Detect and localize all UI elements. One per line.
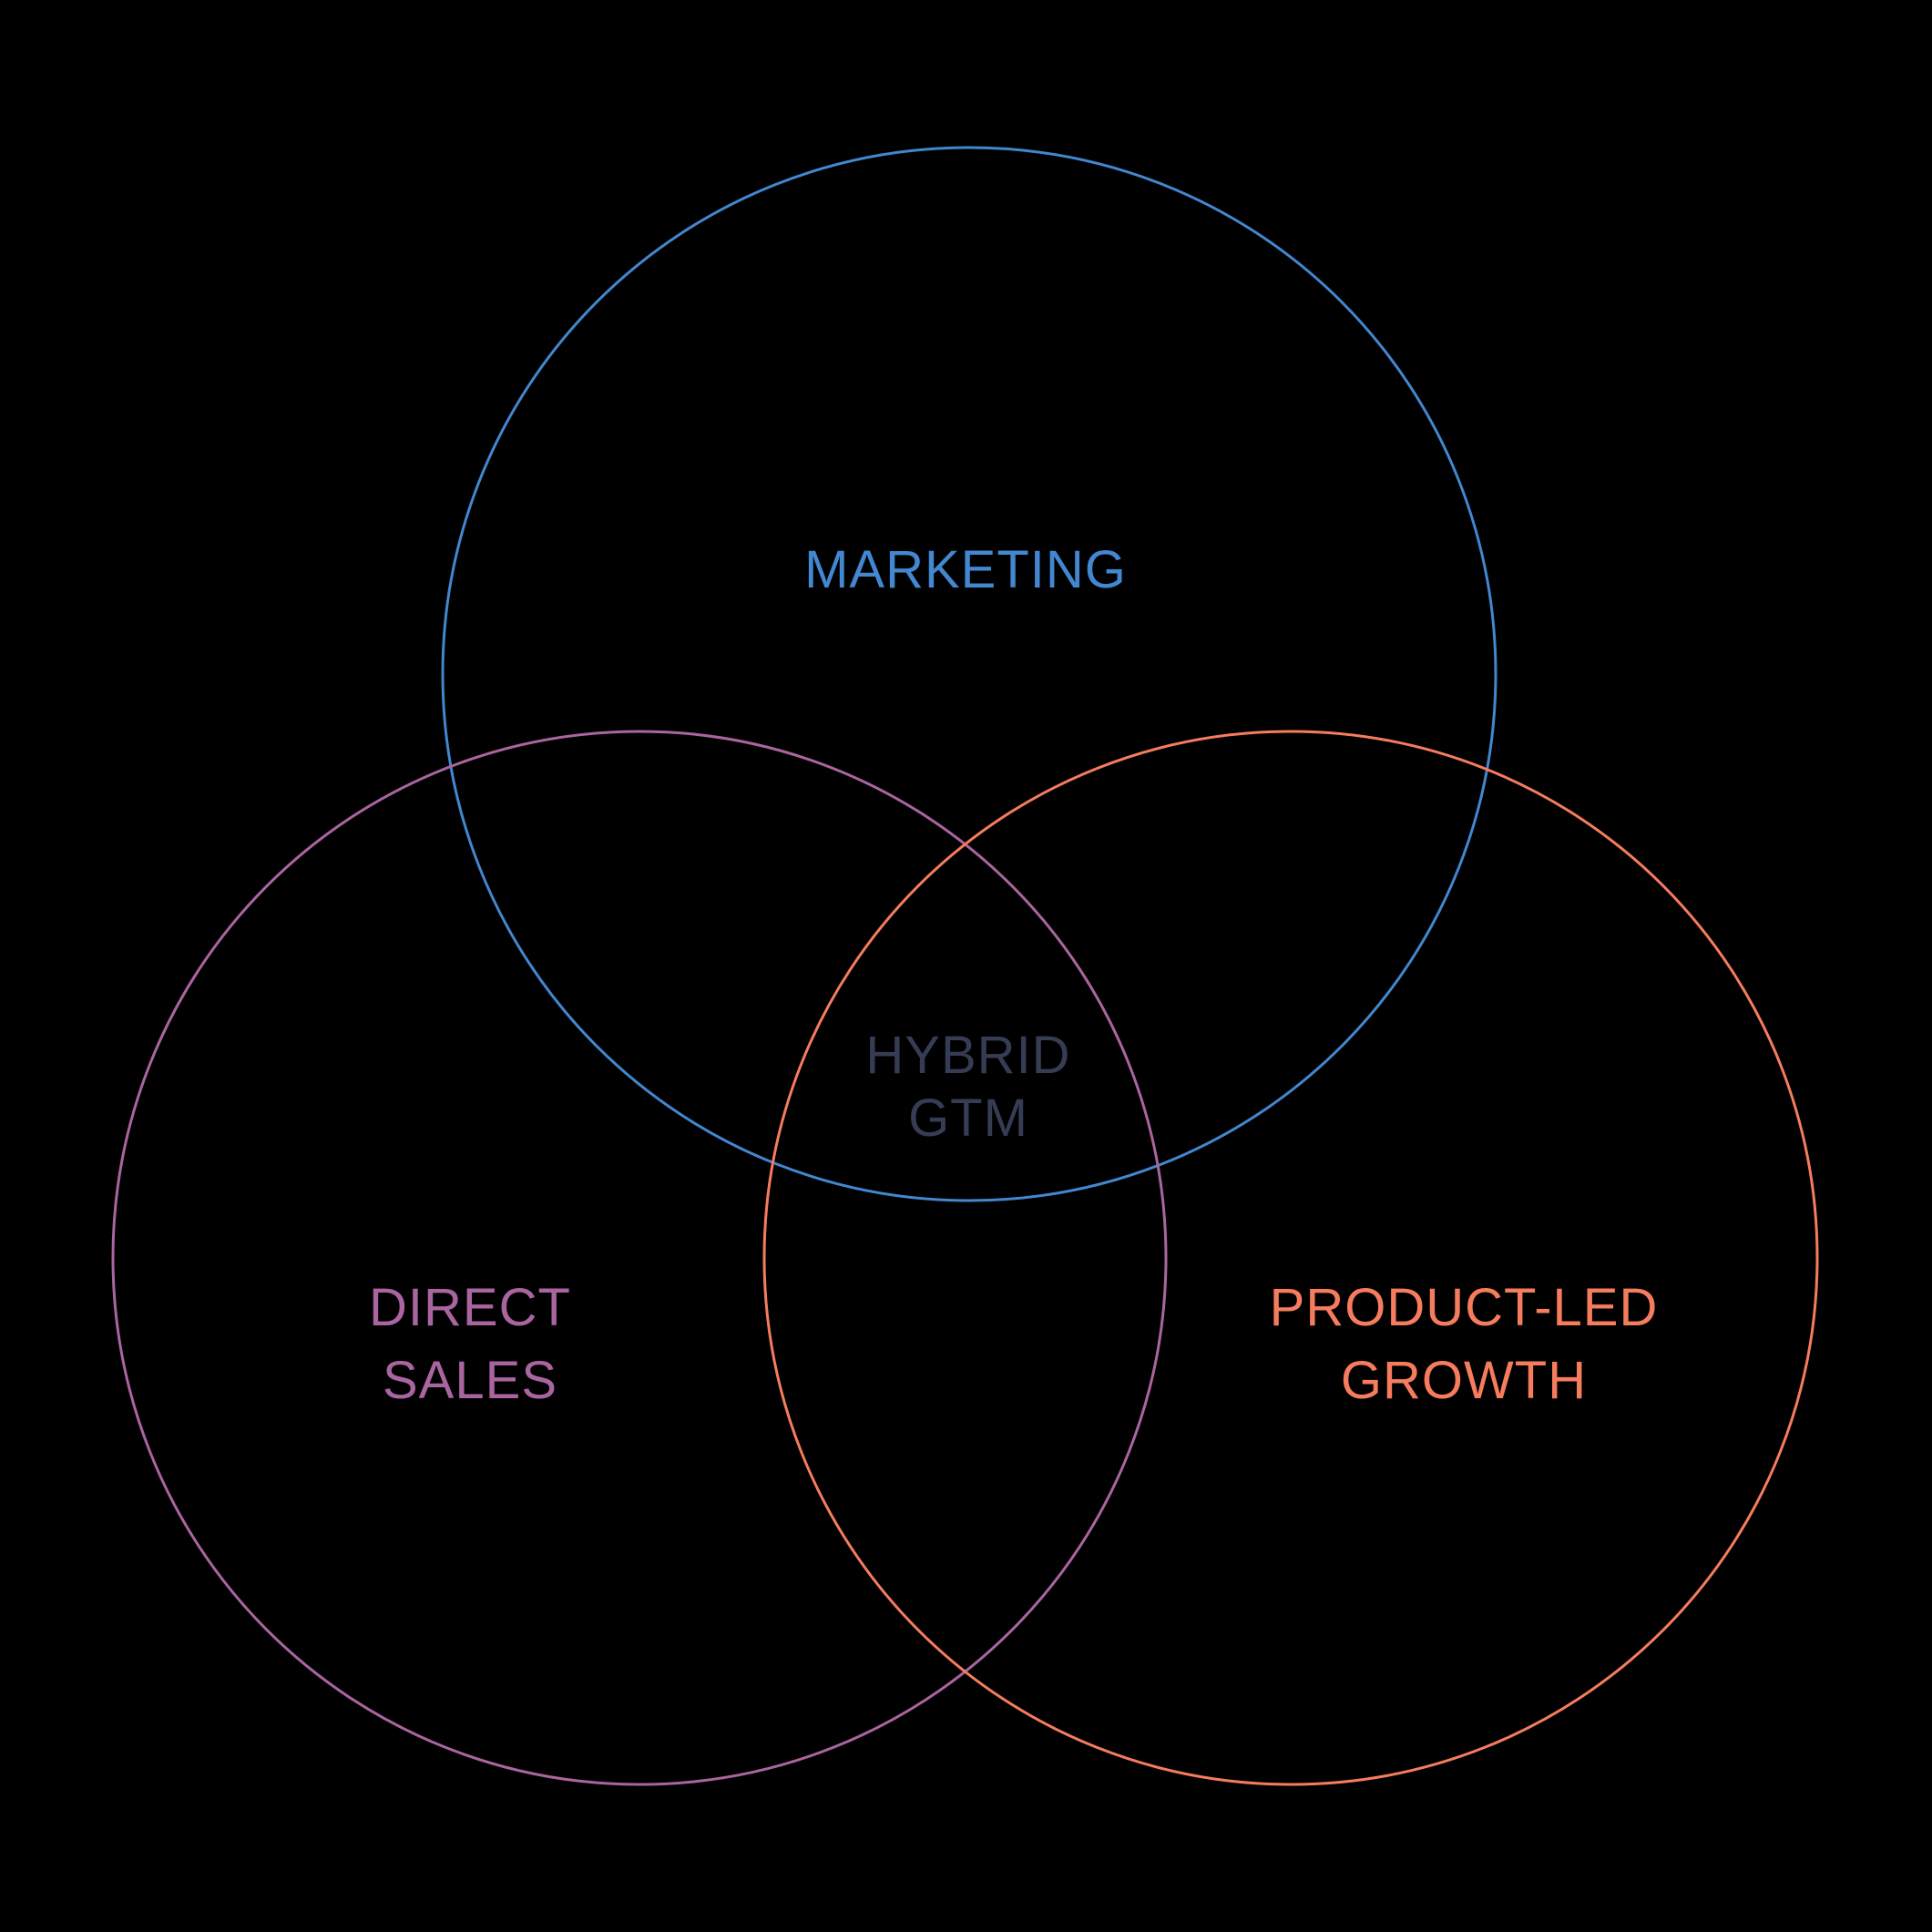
direct-sales-label-line1: DIRECT xyxy=(369,1278,571,1337)
marketing-label: MARKETING xyxy=(804,540,1127,599)
direct-sales-circle xyxy=(111,730,1168,1786)
product-led-growth-circle xyxy=(762,730,1819,1786)
product-led-growth-label-line2: GROWTH xyxy=(1341,1351,1587,1410)
hybrid-gtm-label-line1: HYBRID xyxy=(865,1026,1070,1085)
hybrid-gtm-label-line2: GTM xyxy=(908,1089,1028,1148)
marketing-circle xyxy=(441,146,1498,1202)
product-led-growth-label-line1: PRODUCT-LED xyxy=(1270,1278,1659,1337)
direct-sales-label-line2: SALES xyxy=(383,1351,557,1410)
